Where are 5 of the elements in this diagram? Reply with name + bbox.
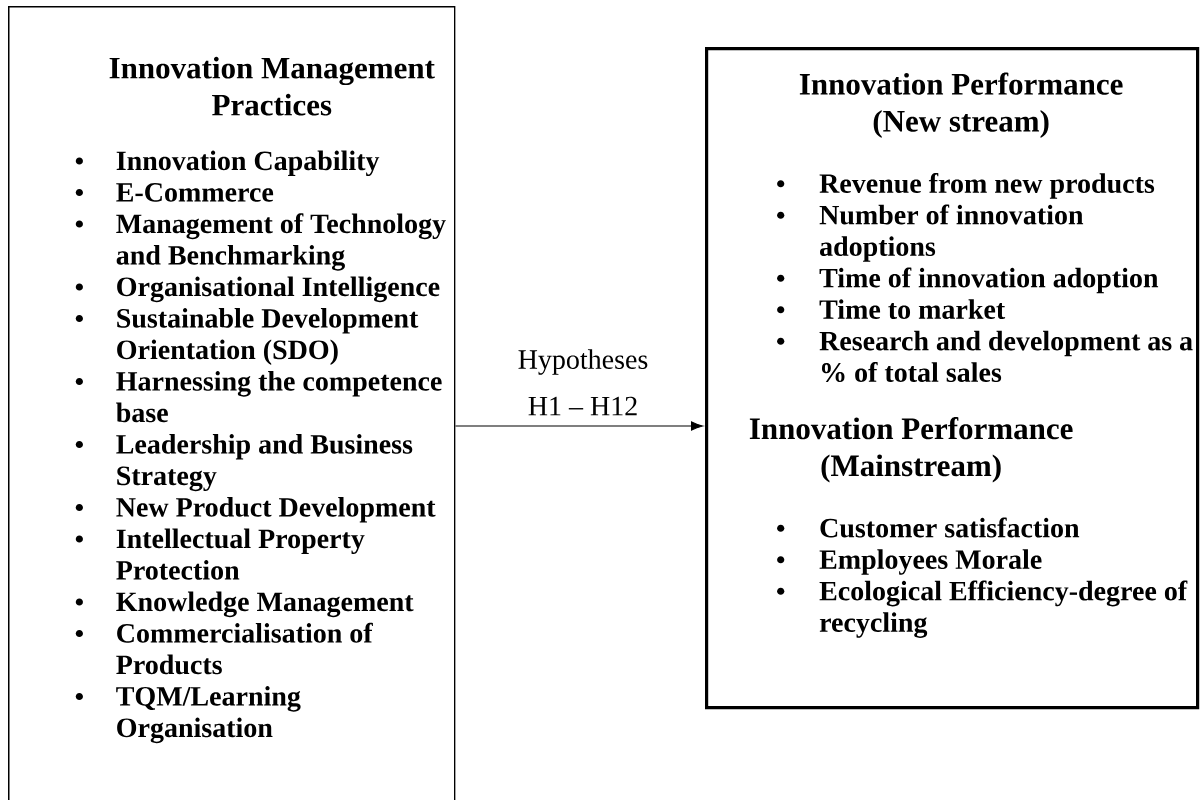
- text-box: Innovation Management Practices Innovation Capability E-Commerce Management of Technology and Benchmarking Organisational Intelligence Sustainable Development Orientation (SDO) Harnessing the competence base Leadership and Business Strategy New Product Development Intellectual Property Protection Knowledge Management Commercialisation of Products TQM/Learning Organisation: [8, 6, 456, 800]
- edge-label: Hypotheses: [515, 347, 651, 377]
- arrow: [454, 421, 703, 431]
- text-box: Innovation Performance (New stream) Revenue from new products Number of innovation adoptions Time of innovation adoption Time to market Research and development as a % of total sales Innovation Performance (Mainstream) Customer satisfaction Employees Morale Ecological Efficiency-degree of recycling: [705, 47, 1200, 710]
- hypothesis-range: H1 – H12: [528, 396, 637, 416]
